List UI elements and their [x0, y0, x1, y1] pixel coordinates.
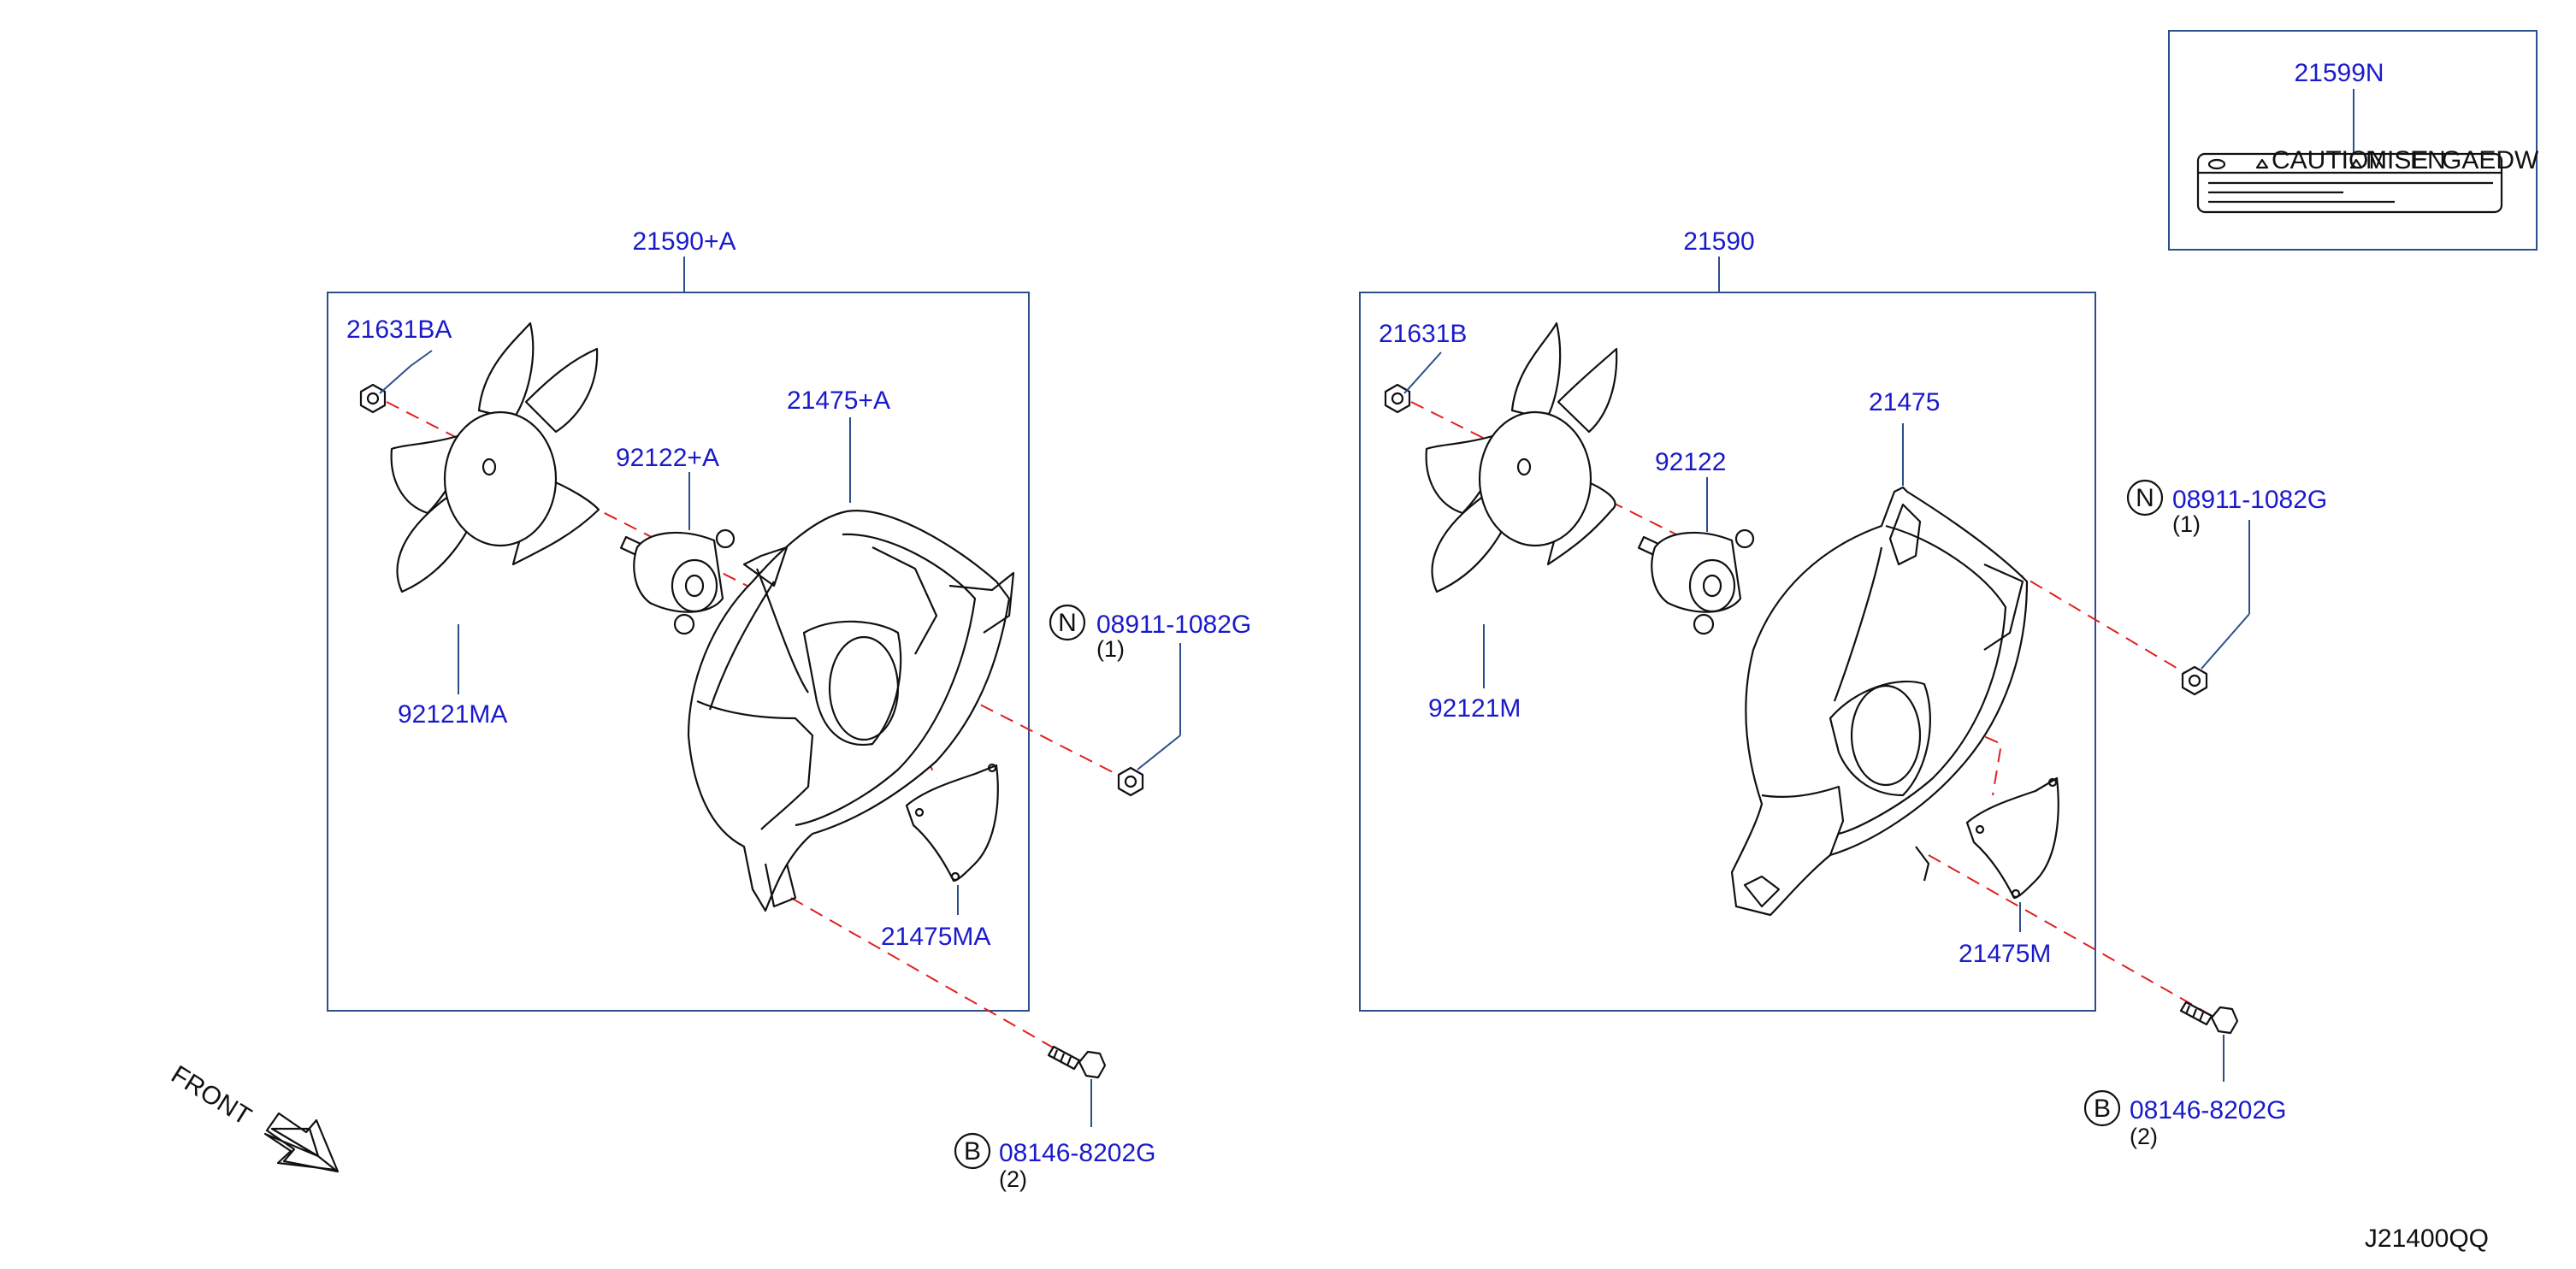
callout-cover-left[interactable]: 21475MA [881, 923, 990, 951]
bolt-symbol-icon [954, 1132, 991, 1170]
callout-label-part[interactable]: 21599N [2294, 59, 2384, 87]
front-arrow-icon [263, 1127, 337, 1172]
callout-cover-right[interactable]: 21475M [1959, 940, 2051, 968]
callout-fan-left[interactable]: 92121MA [398, 700, 507, 729]
fan-shroud-right[interactable] [1730, 486, 2029, 917]
fan-motor-left[interactable] [619, 528, 736, 635]
callout-bolt-left[interactable]: 08146-8202G [999, 1139, 1156, 1167]
caution-triangle-icon [2349, 158, 2363, 169]
shroud-cover-left[interactable] [905, 763, 999, 882]
fan-blade-left[interactable] [390, 322, 600, 593]
callout-shroud-right[interactable]: 21475 [1869, 388, 1940, 416]
assembly-right: 21590 21631B 92121M [1359, 227, 2327, 1149]
hex-nut-n-left[interactable] [1117, 766, 1144, 797]
bolt-symbol-right: B [2094, 1095, 2111, 1123]
assembly-frame-right [1359, 292, 2096, 1012]
shroud-cover-right[interactable] [1965, 776, 2059, 900]
diagram-code: J21400QQ [2365, 1225, 2489, 1253]
nut-symbol-icon [2126, 479, 2164, 516]
callout-shroud-left[interactable]: 21475+A [787, 387, 890, 415]
nut-symbol-icon [1049, 604, 1086, 641]
callout-motor-right[interactable]: 92122 [1655, 448, 1726, 476]
nut-symbol-left: N [1058, 609, 1077, 637]
callout-assembly-right[interactable]: 21590 [1683, 227, 1754, 256]
qty-nut-n-left: (1) [1096, 636, 1125, 662]
fan-blade-right[interactable] [1425, 322, 1618, 593]
caution-label-box: 21599N CAUTION MISE EN GAEDW [2168, 30, 2539, 251]
callout-motor-left[interactable]: 92122+A [616, 444, 719, 472]
hex-nut-n-right[interactable] [2181, 665, 2208, 696]
front-label: FRONT [166, 1060, 256, 1131]
assembly-left: 21590+A 21631BA 92121MA [327, 227, 1251, 1192]
callout-nut-right[interactable]: 21631B [1379, 320, 1467, 348]
callout-fan-right[interactable]: 92121M [1428, 694, 1521, 723]
caution-triangle-icon [2255, 158, 2269, 169]
label-caution-text: CAUTION [2272, 146, 2387, 174]
callout-nut-n-right[interactable]: 08911-1082G [2172, 486, 2327, 514]
callout-assembly-left[interactable]: 21590+A [633, 227, 736, 256]
label-gaedw-text: GAEDW [2442, 146, 2539, 174]
hex-nut-right[interactable] [1384, 383, 1411, 414]
callout-nut-n-left[interactable]: 08911-1082G [1096, 611, 1251, 639]
flange-bolt-left[interactable] [1047, 1045, 1107, 1079]
bolt-symbol-icon [2083, 1089, 2121, 1127]
label-mise-text: MISE [2366, 146, 2428, 174]
assembly-frame-left [327, 292, 1030, 1012]
caution-label-sticker[interactable]: CAUTION MISE EN GAEDW [2196, 146, 2539, 214]
flange-bolt-right[interactable] [2179, 1000, 2239, 1035]
qty-bolt-right: (2) [2130, 1124, 2158, 1149]
nut-symbol-right: N [2136, 484, 2154, 512]
fan-shroud-left[interactable] [687, 510, 1015, 912]
hex-nut-left[interactable] [359, 383, 387, 414]
qty-bolt-left: (2) [999, 1166, 1027, 1192]
front-indicator: FRONT [166, 1060, 340, 1173]
bolt-symbol-left: B [964, 1137, 981, 1166]
callout-nut-left[interactable]: 21631BA [346, 316, 452, 344]
qty-nut-n-right: (1) [2172, 511, 2201, 537]
callout-bolt-right[interactable]: 08146-8202G [2130, 1096, 2287, 1124]
fan-motor-right[interactable] [1637, 528, 1755, 635]
label-en-text: EN [2410, 146, 2446, 174]
